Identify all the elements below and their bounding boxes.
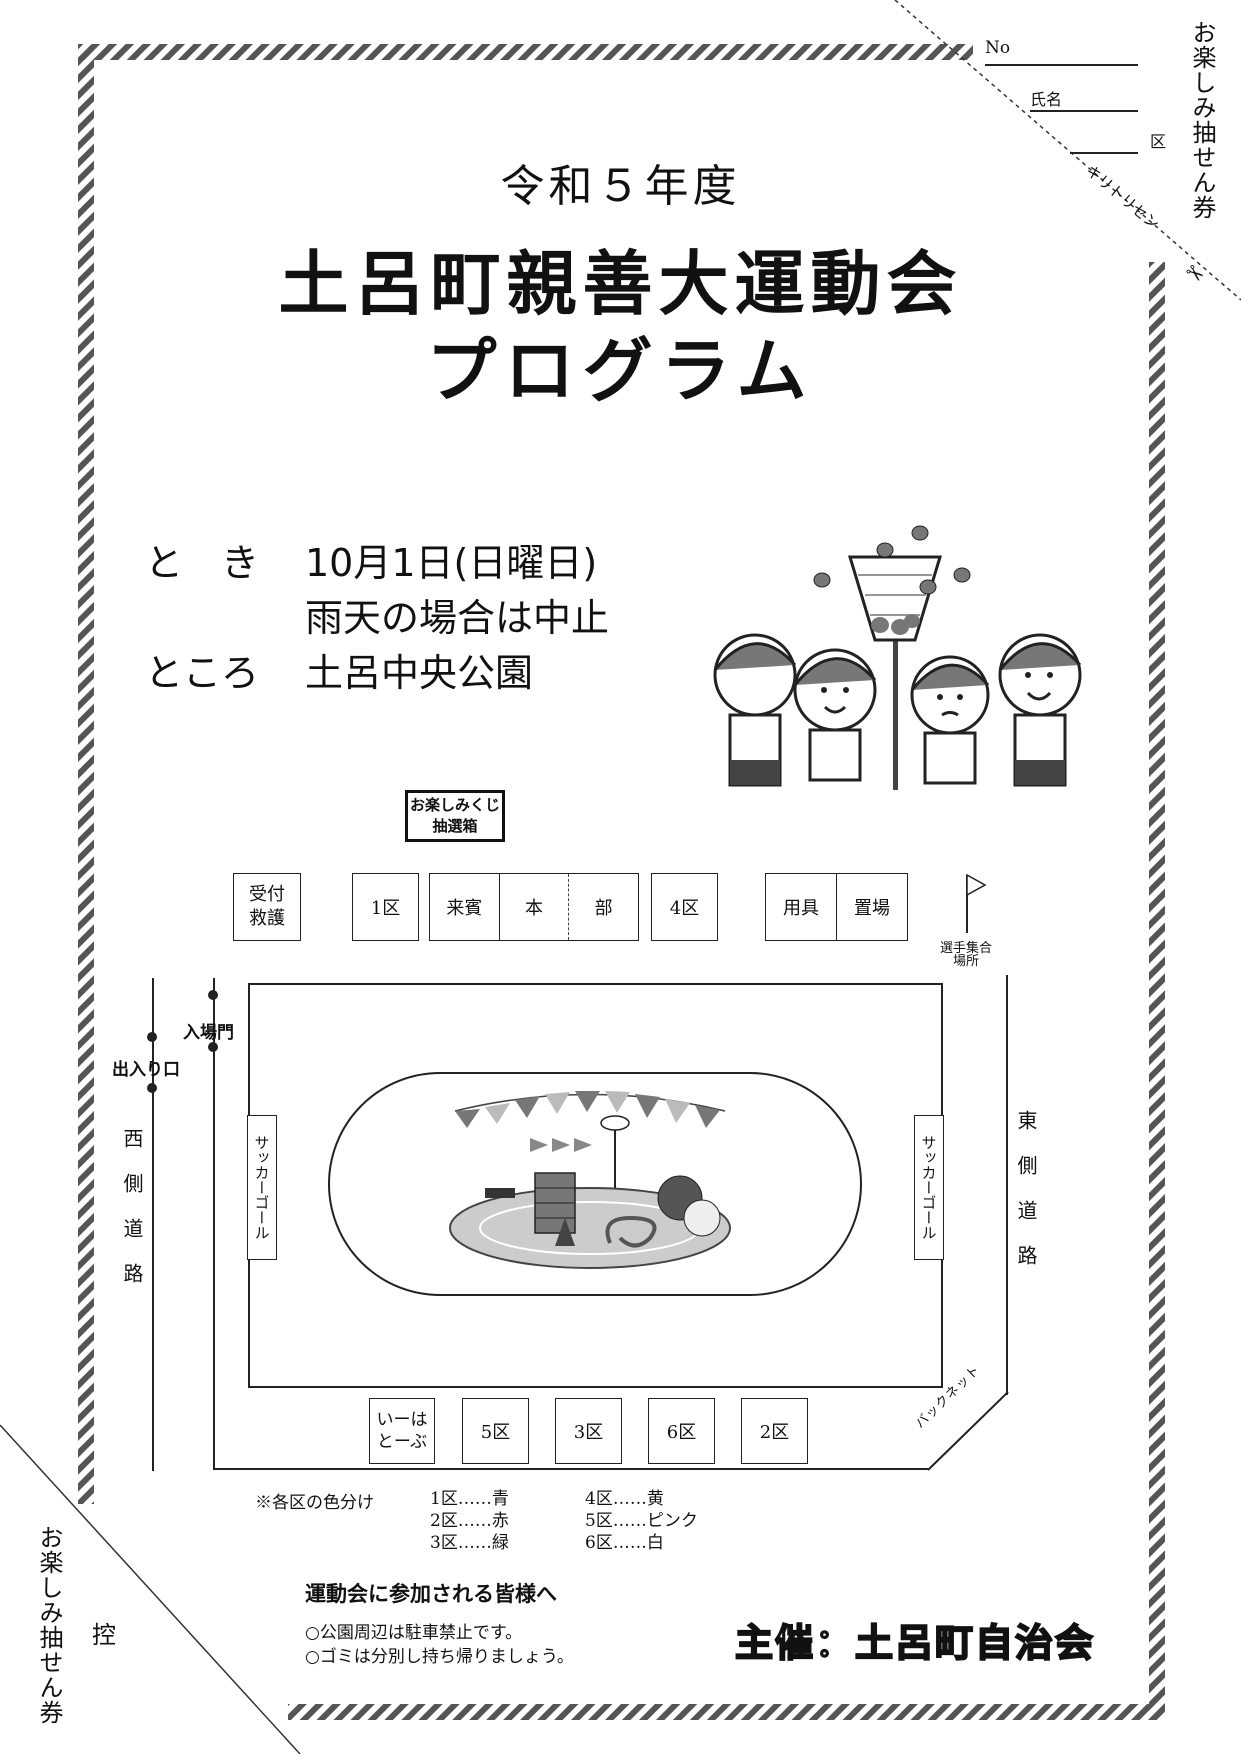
page-subtitle: プログラム: [426, 330, 815, 412]
colors-col1: 1区……青 2区……赤 3区……緑: [430, 1488, 509, 1554]
east-road-label: 東側道路: [1014, 1110, 1038, 1290]
tent-guest-label: 来賓: [446, 898, 483, 919]
running-track: [328, 1072, 862, 1296]
ticket-name-line: [1030, 110, 1138, 112]
when-value: 10月1日(日曜日): [305, 541, 598, 585]
ticket-no-line: [985, 64, 1138, 66]
entrance-post-top: [147, 1032, 157, 1042]
where-value: 土呂中央公園: [305, 651, 534, 695]
tent-district-1-label: 1区: [370, 898, 401, 919]
colors-col2: 4区……黄 5区……ピンク 6区……白: [585, 1488, 698, 1554]
lottery-box-line2: 抽選箱: [432, 817, 478, 835]
color-d6: 6区……白: [585, 1533, 664, 1553]
color-d4: 4区……黄: [585, 1489, 664, 1509]
tent-ihatobu: いーは とーぶ: [369, 1398, 435, 1464]
east-road-line: [1006, 975, 1008, 1395]
sports-equipment-illustration: [449, 1091, 731, 1269]
tent-honbu-right: 部: [568, 874, 638, 940]
south-boundary-line: [213, 1468, 928, 1470]
ticket-district-line: [1070, 152, 1138, 154]
entrance-label: 出入り口: [112, 1060, 180, 1080]
tent-reception-line2: 救護: [249, 908, 285, 929]
tent-ihatobu-line2: とーぶ: [376, 1432, 428, 1452]
gate-line: [213, 978, 215, 1470]
assembly-flag-icon: [966, 873, 987, 933]
colors-heading: ※各区の色分け: [255, 1493, 374, 1513]
ticket-title: お楽しみ抽せん券: [1188, 20, 1216, 220]
color-d1: 1区……青: [430, 1489, 509, 1509]
tent-district-5: 5区: [462, 1398, 529, 1464]
tent-district-4: 4区: [651, 873, 718, 941]
stub-title: お楽しみ抽せん券: [35, 1525, 63, 1725]
soccer-goal-left-label: サッカーゴール: [252, 1135, 271, 1240]
tent-equipment-left: 用具: [766, 874, 836, 940]
west-road-label: 西側道路: [120, 1128, 144, 1308]
tent-honbu-1-label: 本: [525, 898, 543, 919]
ticket-district-label: 区: [1150, 132, 1167, 151]
page-title: 土呂町親善大運動会: [278, 243, 963, 325]
notice-item-1: ○公園周辺は駐車禁止です。: [305, 1623, 523, 1643]
ticket-name-label: 氏名: [1030, 90, 1063, 109]
soccer-goal-left: サッカーゴール: [247, 1115, 277, 1260]
tent-reception-line1: 受付: [249, 884, 285, 905]
notice-heading: 運動会に参加される皆様へ: [305, 1582, 557, 1606]
when-label: と き: [145, 541, 260, 585]
tent-district-3: 3区: [555, 1398, 622, 1464]
color-d3: 3区……緑: [430, 1533, 509, 1553]
tent-ihatobu-line1: いーは: [376, 1410, 428, 1430]
tent-district-3-label: 3区: [573, 1422, 604, 1443]
color-d2: 2区……赤: [430, 1511, 509, 1531]
tent-equipment-right: 置場: [836, 874, 907, 940]
soccer-goal-right: サッカーゴール: [914, 1115, 944, 1260]
tent-guest-honbu: 来賓 本 部: [429, 873, 639, 941]
west-road-line: [152, 978, 154, 1471]
organizer: 主催：土呂町自治会: [734, 1620, 1096, 1666]
tent-district-2: 2区: [741, 1398, 808, 1464]
year-label: 令和５年度: [500, 161, 741, 212]
ticket-no-label: No: [985, 38, 1011, 58]
tent-equip-1-label: 用具: [783, 898, 819, 919]
rain-note: 雨天の場合は中止: [305, 596, 610, 640]
backnet-line: [927, 1391, 1009, 1471]
tent-district-6-label: 6区: [666, 1422, 697, 1443]
tent-reception: 受付 救護: [233, 873, 301, 941]
entrance-post-bottom: [147, 1083, 157, 1093]
tent-equip-2-label: 置場: [854, 898, 890, 919]
gate-post-bottom: [208, 1042, 218, 1052]
lottery-box: お楽しみくじ 抽選箱: [405, 790, 505, 842]
stub-label: 控: [92, 1621, 116, 1649]
gate-post-top: [208, 990, 218, 1000]
tent-guest: 来賓: [430, 874, 499, 940]
tent-district-2-label: 2区: [759, 1422, 790, 1443]
where-label: ところ: [145, 651, 260, 695]
tent-district-1: 1区: [352, 873, 419, 941]
tent-district-5-label: 5区: [480, 1422, 511, 1443]
tent-honbu-left: 本: [498, 874, 569, 940]
tent-district-4-label: 4区: [669, 898, 700, 919]
notice-item-2: ○ゴミは分別し持ち帰りましょう。: [305, 1647, 574, 1667]
tent-district-6: 6区: [648, 1398, 715, 1464]
kids-basket-toss-illustration: [713, 525, 1082, 790]
gate-label: 入場門: [183, 1023, 234, 1043]
tent-honbu-2-label: 部: [594, 898, 613, 919]
color-d5: 5区……ピンク: [585, 1511, 698, 1531]
lottery-box-line1: お楽しみくじ: [409, 796, 500, 814]
soccer-goal-right-label: サッカーゴール: [919, 1135, 938, 1240]
tent-equipment: 用具 置場: [765, 873, 908, 941]
assembly-label: 選手集合場所: [939, 941, 992, 969]
